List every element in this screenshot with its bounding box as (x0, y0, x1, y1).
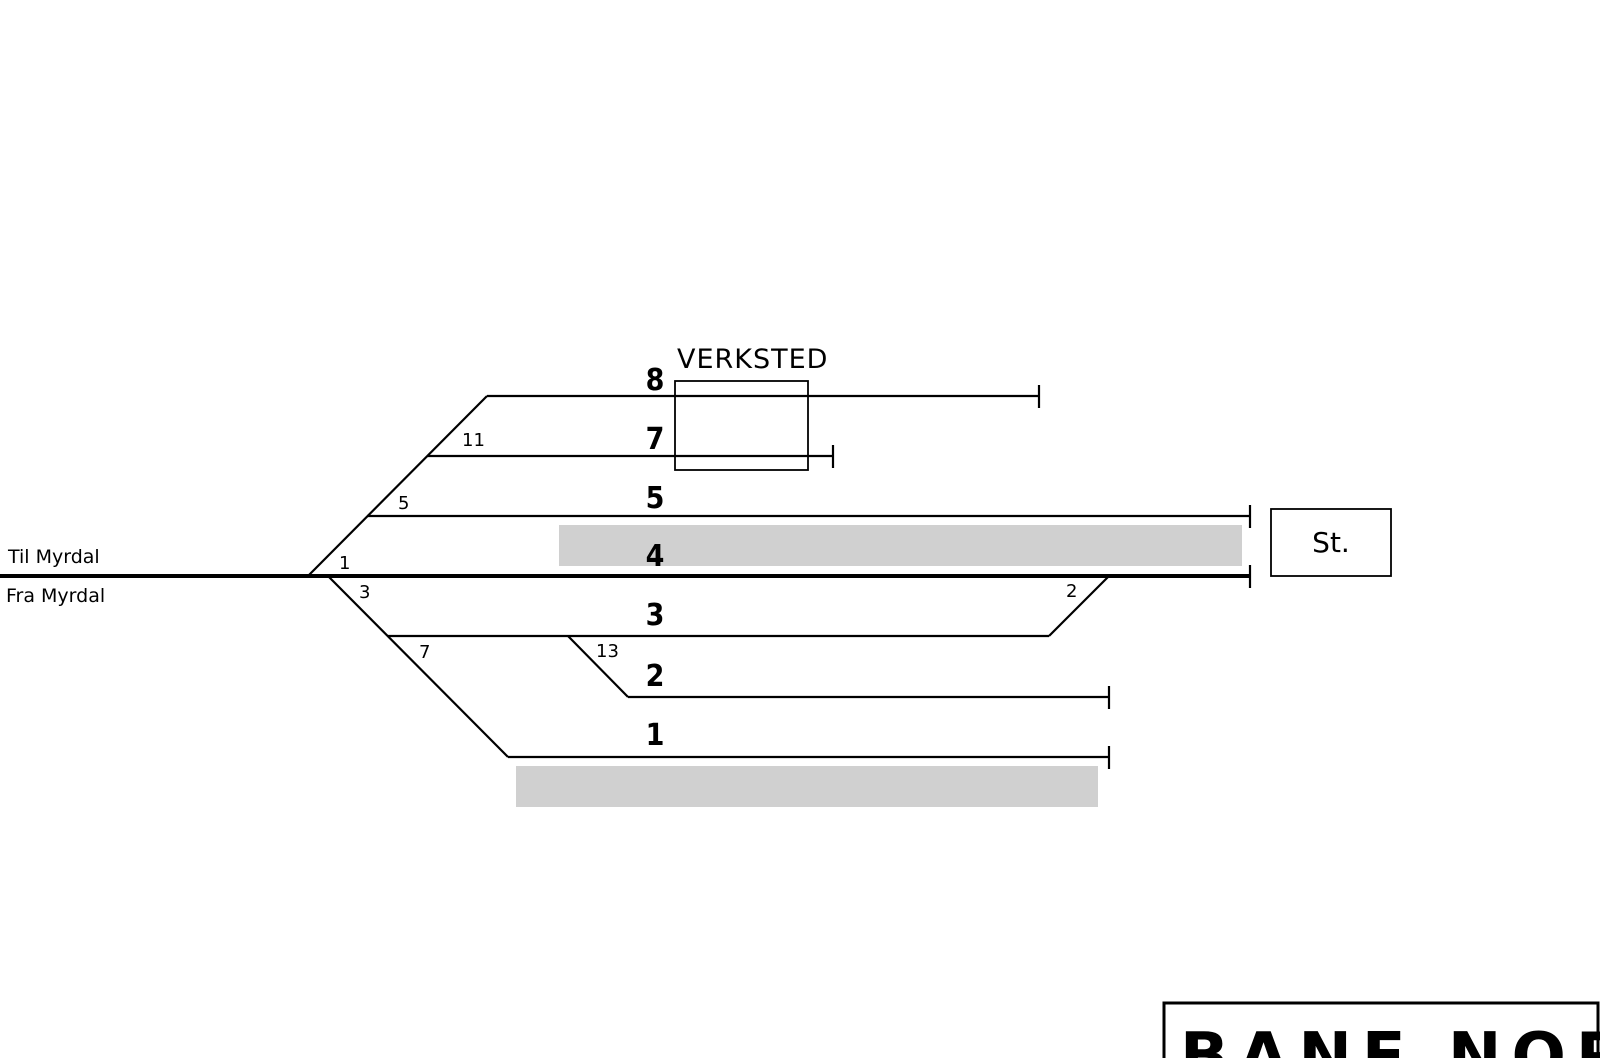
track-2-diagonal (567, 635, 629, 698)
station-building (1270, 508, 1392, 577)
track-3-diagonal-right (1048, 575, 1110, 637)
switch-label-11: 11 (462, 430, 485, 451)
station-building-label: St. (1312, 526, 1350, 559)
track-label-5: 5 (646, 481, 665, 516)
switch-label-7: 7 (419, 642, 430, 663)
switch-label-13: 13 (596, 641, 619, 662)
lower-diagonal-track (327, 575, 509, 758)
track-label-1: 1 (646, 718, 665, 753)
track-label-4: 4 (646, 539, 665, 574)
workshop-building (674, 380, 809, 471)
direction-to-label: Til Myrdal (7, 546, 100, 568)
track-label-7: 7 (646, 422, 665, 457)
switch-label-2: 2 (1066, 581, 1077, 602)
upper-diagonal-track (307, 395, 488, 577)
platform-track-1 (516, 766, 1098, 807)
logo-frame (1162, 1001, 1600, 1058)
workshop-label: VERKSTED (677, 344, 828, 375)
direction-from-label: Fra Myrdal (6, 585, 105, 607)
switch-label-1: 1 (339, 553, 350, 574)
logo: BANE NOR (1180, 1020, 1600, 1058)
track-label-8: 8 (646, 363, 665, 398)
logo-text: BANE NOR (1180, 1020, 1600, 1058)
track-label-2: 2 (646, 659, 665, 694)
switch-label-5: 5 (398, 493, 409, 514)
platform-track-4 (559, 525, 1242, 566)
switch-label-3: 3 (359, 582, 370, 603)
track-label-3: 3 (646, 598, 665, 633)
